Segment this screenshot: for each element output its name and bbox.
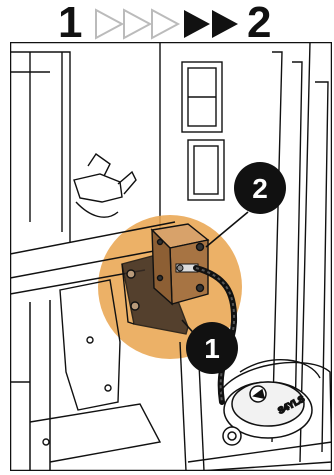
arrow-outline-3 (152, 10, 178, 38)
step-to-number: 2 (247, 1, 271, 45)
arrow-outline-1 (96, 10, 122, 38)
arrow-filled-2 (212, 10, 238, 38)
callout-2: 2 (234, 162, 286, 214)
callout-1-label: 1 (204, 333, 220, 364)
step-from-number: 1 (58, 1, 82, 45)
step-indicator: 1 2 (0, 0, 334, 44)
callout-2-label: 2 (252, 173, 268, 204)
callout-1: 1 (186, 322, 238, 374)
progress-arrows (92, 6, 248, 42)
arrow-filled-1 (184, 10, 210, 38)
arrow-outline-2 (124, 10, 150, 38)
installation-illustration: S4YLS 2 1 (10, 42, 332, 471)
